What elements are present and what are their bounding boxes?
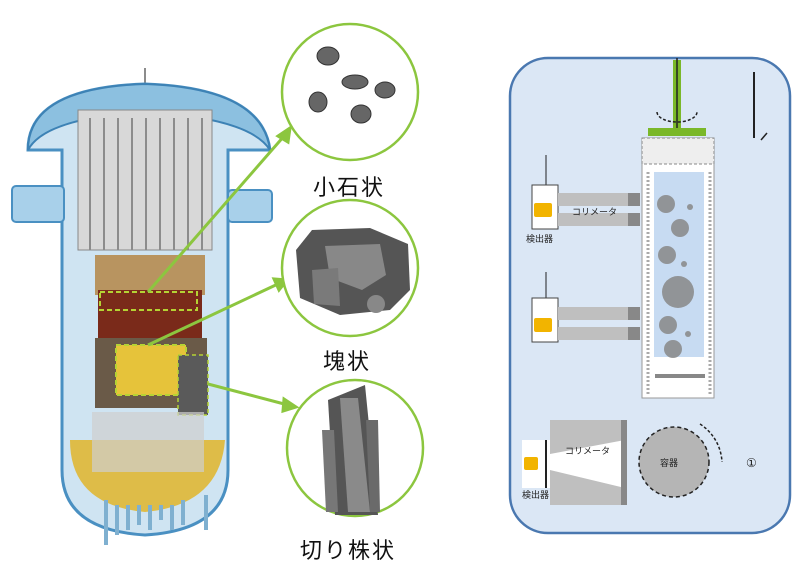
vertical-motion-tick bbox=[760, 132, 768, 141]
collimator-top-end-2 bbox=[628, 213, 640, 226]
lump-facet-3 bbox=[367, 295, 385, 313]
arrow-pebble bbox=[146, 134, 287, 293]
collimator-middle-end-1 bbox=[628, 307, 640, 320]
collimator-bottom-cone bbox=[550, 440, 625, 488]
stump-region-outline bbox=[177, 354, 209, 416]
debris-samples bbox=[657, 195, 694, 358]
label-detector-bottom: 検出器 bbox=[522, 491, 550, 501]
arrow-stump bbox=[207, 382, 289, 407]
detector-unit-middle bbox=[531, 272, 640, 343]
collimator-middle-slot-1 bbox=[558, 307, 628, 320]
container-top-view bbox=[638, 426, 710, 498]
collimator-middle-end-2 bbox=[628, 327, 640, 340]
callout-arrows bbox=[146, 124, 300, 414]
label-container: 容器 bbox=[660, 459, 679, 469]
collimator-top-end-1 bbox=[628, 193, 640, 206]
label-pebble: 小石状 bbox=[313, 176, 386, 201]
detector-middle-crystal bbox=[534, 318, 552, 332]
detector-top-crystal bbox=[534, 203, 552, 217]
outlet-nozzle bbox=[227, 189, 273, 223]
rotation-arc-icon bbox=[699, 423, 723, 463]
arrow-pebble-head bbox=[275, 124, 292, 145]
detector-unit-bottom bbox=[522, 420, 723, 505]
reactor-vessel bbox=[11, 68, 273, 545]
shaft-plate bbox=[648, 128, 706, 136]
measurement-apparatus bbox=[508, 56, 792, 535]
pebble-pieces bbox=[308, 46, 396, 124]
container-lid bbox=[641, 137, 715, 165]
lump-facet-1 bbox=[325, 244, 386, 290]
inlet-nozzle bbox=[11, 185, 65, 223]
detector-bottom-crystal bbox=[524, 457, 538, 470]
label-detector-top: 検出器 bbox=[526, 235, 554, 245]
label-stump: 切り株状 bbox=[300, 539, 397, 564]
lump-facet-2 bbox=[312, 268, 340, 306]
label-lump: 塊状 bbox=[323, 350, 372, 375]
detector-unit-top bbox=[531, 155, 640, 230]
callout-pebble bbox=[280, 22, 420, 162]
collimator-top-slot-2 bbox=[558, 213, 628, 226]
callout-stump bbox=[285, 378, 425, 518]
label-collimator-bottom: コリメータ bbox=[565, 447, 611, 457]
stump-body bbox=[322, 385, 380, 515]
collimator-middle-slot-2 bbox=[558, 327, 628, 340]
arrow-stump-head bbox=[281, 396, 300, 414]
collimator-bottom-edge bbox=[621, 420, 627, 505]
callout-lump bbox=[280, 198, 420, 338]
penetrations bbox=[104, 495, 208, 545]
lower-structures bbox=[92, 412, 204, 472]
collimator-top-slot-1 bbox=[558, 193, 628, 206]
container-base bbox=[655, 374, 705, 378]
callout-circle-pebble bbox=[280, 22, 420, 162]
arrow-lump bbox=[147, 281, 281, 347]
label-collimator-top: コリメータ bbox=[572, 208, 618, 218]
label-marker: ① bbox=[746, 456, 757, 470]
molten-debris bbox=[98, 290, 202, 340]
lump-region-outline bbox=[115, 344, 187, 396]
